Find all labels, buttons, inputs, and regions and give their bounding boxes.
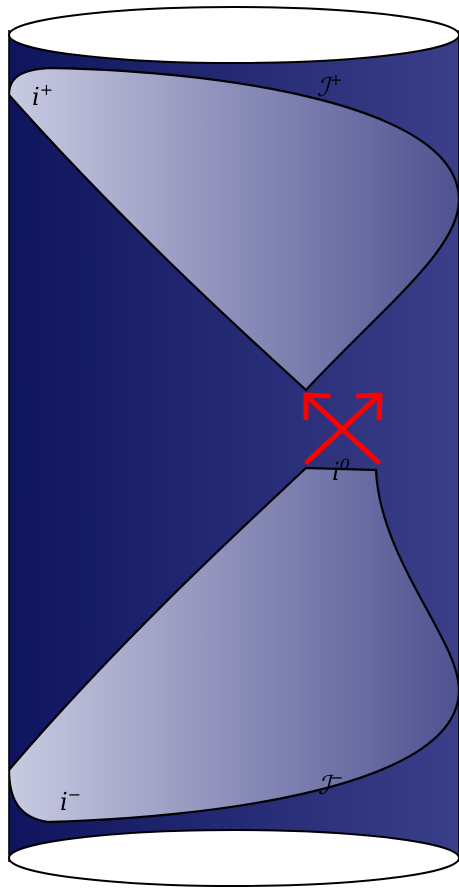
- arrow-left-shaft: [308, 397, 381, 465]
- label-i-minus: i−: [60, 785, 81, 816]
- red-cross-arrows: [303, 392, 383, 465]
- label-scri-plus: ℐ+: [317, 70, 343, 103]
- arrow-right-shaft: [304, 396, 378, 465]
- label-scri-minus-base: ℐ: [318, 771, 334, 801]
- label-scri-plus-sup: +: [329, 70, 342, 89]
- arrow-left-head: [303, 392, 331, 421]
- cylinder-bottom-ellipse: [8, 829, 459, 887]
- upper-surface: [9, 66, 459, 392]
- lower-surface: [9, 466, 459, 824]
- arrow-right-head: [355, 392, 383, 421]
- label-i-plus: i+: [32, 80, 53, 111]
- label-i-plus-base: i: [32, 83, 40, 111]
- label-i-zero-base: i: [332, 458, 340, 486]
- cylinder-top-ellipse: [8, 6, 459, 64]
- label-scri-minus: ℐ−: [318, 768, 344, 801]
- label-i-plus-sup: +: [40, 80, 53, 99]
- label-i-zero: i0: [332, 455, 350, 486]
- label-i-zero-sup: 0: [340, 455, 350, 474]
- label-scri-minus-sup: −: [330, 768, 343, 787]
- label-i-minus-sup: −: [68, 785, 81, 804]
- label-scri-plus-base: ℐ: [317, 73, 333, 103]
- label-i-minus-base: i: [60, 788, 68, 816]
